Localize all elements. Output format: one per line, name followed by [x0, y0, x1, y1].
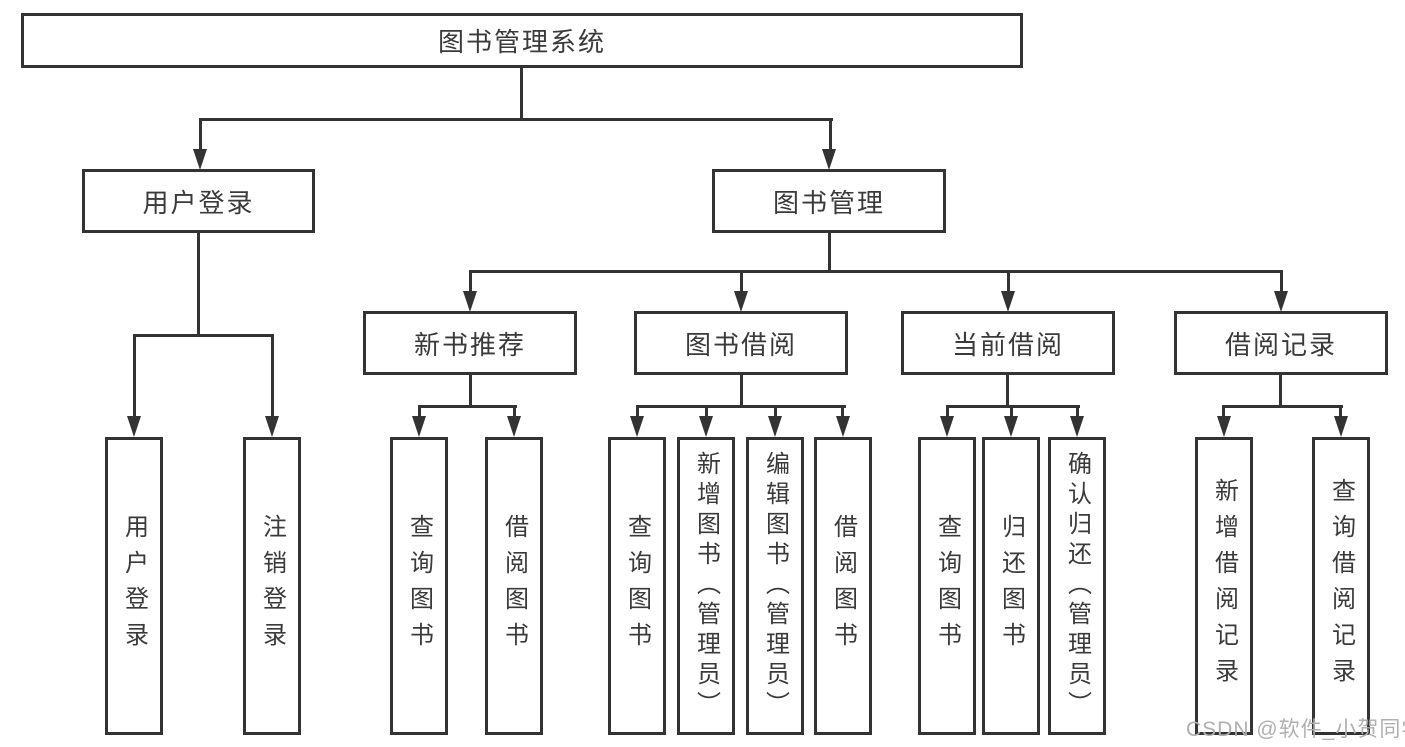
arrowhead-down: [699, 416, 713, 437]
connector-line: [946, 405, 949, 418]
arrowhead-down: [265, 416, 279, 437]
connector-line: [418, 405, 517, 408]
arrowhead-down: [734, 291, 748, 312]
node-label: 新增图书（管理员）: [692, 451, 720, 721]
connector-line: [1279, 375, 1282, 408]
leaf-add-borrowing-record: 新增借阅记录: [1195, 437, 1253, 735]
leaf-search-books-current: 查询图书: [918, 437, 976, 735]
node-label: 用户登录: [120, 514, 148, 658]
connector-line: [133, 334, 136, 418]
connector-line: [271, 334, 274, 418]
connector-line: [740, 270, 743, 293]
node-book-management: 图书管理: [712, 169, 946, 233]
connector-line: [705, 405, 708, 418]
connector-line: [197, 233, 200, 337]
arrowhead-down: [1070, 416, 1084, 437]
connector-line: [199, 118, 202, 151]
connector-line: [1280, 270, 1283, 293]
connector-line: [418, 405, 421, 418]
node-label: 查询图书: [405, 514, 433, 658]
node-new-book-recommendation: 新书推荐: [363, 311, 577, 375]
connector-line: [199, 118, 833, 121]
arrowhead-down: [507, 416, 521, 437]
arrowhead-down: [630, 416, 644, 437]
arrowhead-down: [193, 149, 207, 170]
node-book-borrowing: 图书借阅: [634, 311, 848, 375]
leaf-search-books-borrowing: 查询图书: [608, 437, 666, 735]
connector-line: [469, 375, 472, 408]
arrowhead-down: [768, 416, 782, 437]
node-label: 注销登录: [258, 514, 286, 658]
connector-line: [1222, 405, 1343, 408]
node-label: 查询图书: [623, 514, 651, 658]
node-label: 新增借阅记录: [1210, 478, 1238, 694]
leaf-search-books-recommend: 查询图书: [390, 437, 448, 735]
node-label: 用户登录: [142, 187, 255, 218]
connector-line: [1339, 405, 1342, 418]
leaf-add-books-admin: 新增图书（管理员）: [677, 437, 735, 735]
leaf-search-borrowing-record: 查询借阅记录: [1312, 437, 1370, 735]
node-label: 归还图书: [997, 514, 1025, 658]
connector-line: [1006, 375, 1009, 408]
leaf-logout: 注销登录: [243, 437, 301, 735]
node-borrowing-records: 借阅记录: [1174, 311, 1388, 375]
leaf-user-login: 用户登录: [105, 437, 163, 735]
connector-line: [828, 233, 831, 273]
node-label: 图书借阅: [684, 329, 797, 360]
connector-line: [513, 405, 516, 418]
node-label: 图书管理: [772, 187, 885, 218]
node-label: 借阅图书: [500, 514, 528, 658]
connector-line: [829, 118, 832, 151]
connector-line: [520, 67, 523, 121]
arrowhead-down: [1217, 416, 1231, 437]
node-label: 借阅图书: [829, 514, 857, 658]
connector-line: [469, 270, 1283, 273]
leaf-borrow-books-recommend: 借阅图书: [485, 437, 543, 735]
connector-line: [133, 334, 274, 337]
leaf-confirm-return-admin: 确认归还（管理员）: [1048, 437, 1106, 735]
arrowhead-down: [1334, 416, 1348, 437]
connector-line: [636, 405, 846, 408]
watermark: CSDN @软件_小贺同学: [1186, 718, 1405, 741]
node-label: 确认归还（管理员）: [1063, 451, 1091, 721]
node-library-management-system: 图书管理系统: [21, 13, 1023, 68]
node-label: 新书推荐: [413, 329, 526, 360]
connector-line: [636, 405, 639, 418]
node-current-borrowing: 当前借阅: [901, 311, 1115, 375]
arrowhead-down: [127, 416, 141, 437]
connector-line: [1010, 405, 1013, 418]
connector-line: [469, 270, 472, 293]
node-label: 编辑图书（管理员）: [761, 451, 789, 721]
connector-line: [1076, 405, 1079, 418]
connector-line: [774, 405, 777, 418]
node-label: 图书管理系统: [437, 27, 606, 57]
arrowhead-down: [463, 291, 477, 312]
connector-line: [1007, 270, 1010, 293]
arrowhead-down: [836, 416, 850, 437]
arrowhead-down: [412, 416, 426, 437]
connector-line: [946, 405, 1080, 408]
node-label: 当前借阅: [951, 329, 1064, 360]
arrowhead-down: [940, 416, 954, 437]
connector-line: [1222, 405, 1225, 418]
node-user-login: 用户登录: [82, 169, 315, 233]
leaf-edit-books-admin: 编辑图书（管理员）: [746, 437, 804, 735]
leaf-borrow-books-borrowing: 借阅图书: [814, 437, 872, 735]
connector-line: [841, 405, 844, 418]
arrowhead-down: [1004, 416, 1018, 437]
node-label: 借阅记录: [1224, 329, 1337, 360]
leaf-return-books: 归还图书: [982, 437, 1040, 735]
arrowhead-down: [1274, 291, 1288, 312]
arrowhead-down: [1001, 291, 1015, 312]
node-label: 查询图书: [933, 514, 961, 658]
node-label: 查询借阅记录: [1327, 478, 1355, 694]
connector-line: [740, 375, 743, 408]
arrowhead-down: [822, 149, 836, 170]
